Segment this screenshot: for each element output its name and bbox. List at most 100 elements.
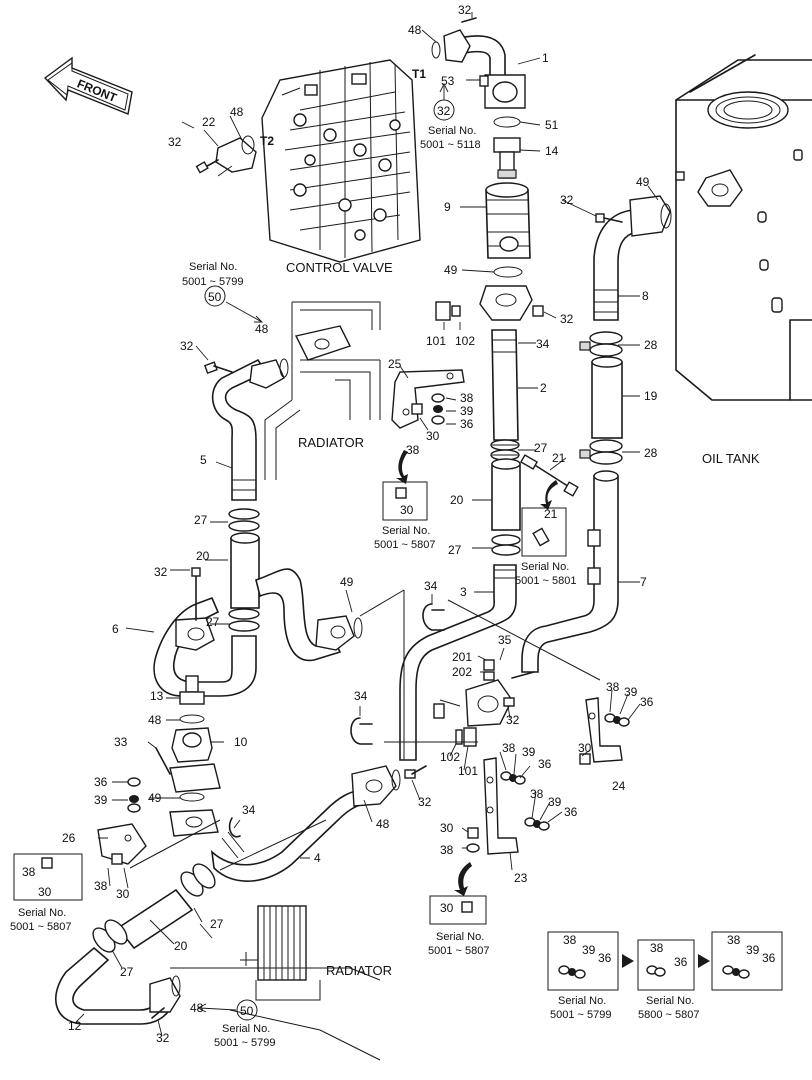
u-bolt-34-center [422, 603, 445, 631]
clamp-28-lower [579, 439, 623, 465]
part-27: 27 [194, 513, 208, 527]
t2-port-label: T2 [260, 134, 274, 148]
serial-note-5001-5799-bottom: Serial No. 5001 ~ 5799 [214, 1023, 275, 1049]
part-27: 27 [206, 615, 220, 629]
bracket-26 [97, 823, 147, 865]
svg-text:5001 ~ 5807: 5001 ~ 5807 [374, 539, 435, 551]
hose-19 [591, 356, 623, 439]
part-32: 32 [154, 565, 168, 579]
o-ring-49-left [179, 792, 205, 802]
clamp-27-lower-upper [180, 863, 216, 897]
elbow-5 [211, 358, 289, 501]
pipe-4 [210, 765, 401, 882]
bolt-30-washer-38 [466, 827, 480, 853]
part-39: 39 [460, 404, 474, 418]
serial-note-5001-5807-30: Serial No. 5001 ~ 5807 [374, 525, 435, 551]
svg-text:Serial No.: Serial No. [558, 995, 606, 1007]
part-48: 48 [376, 817, 390, 831]
svg-text:5800 ~ 5807: 5800 ~ 5807 [638, 1009, 699, 1021]
part-28: 28 [644, 338, 658, 352]
serial-note-legend-a: Serial No. 5001 ~ 5799 [550, 995, 611, 1021]
part-38: 38 [460, 391, 474, 405]
legend-b-36: 36 [674, 955, 688, 969]
part-23: 23 [514, 871, 528, 885]
leader-lines [75, 12, 659, 1037]
part-38: 38 [94, 879, 108, 893]
part-48: 48 [230, 105, 244, 119]
washer-stack-25 [431, 393, 445, 425]
part-21: 21 [552, 451, 566, 465]
svg-text:5001 ~ 5807: 5001 ~ 5807 [428, 945, 489, 957]
detail-box-21 [521, 480, 567, 557]
detail-21-num: 21 [544, 507, 558, 521]
svg-text:5001 ~ 5807: 5001 ~ 5807 [10, 921, 71, 933]
front-arrow: FRONT [43, 56, 133, 115]
part-30: 30 [578, 741, 592, 755]
part-32: 32 [156, 1031, 170, 1045]
part-19: 19 [644, 389, 658, 403]
legend-b-38: 38 [650, 941, 664, 955]
hose-9 [485, 182, 531, 259]
part-32: 32 [560, 193, 574, 207]
clamp-27-left-lower [228, 608, 260, 632]
part-6: 6 [112, 622, 119, 636]
part-32: 32 [418, 795, 432, 809]
hose-20-mid [491, 458, 521, 531]
svg-text:Serial No.: Serial No. [521, 561, 569, 573]
sensor-21 [519, 454, 579, 497]
svg-text:5001 ~ 5799: 5001 ~ 5799 [214, 1037, 275, 1049]
svg-text:Serial No.: Serial No. [222, 1023, 270, 1035]
part-32: 32 [458, 3, 472, 17]
part-49: 49 [340, 575, 354, 589]
part-28: 28 [644, 446, 658, 460]
part-38: 38 [530, 787, 544, 801]
part-22: 22 [202, 115, 216, 129]
legend-a-36: 36 [598, 951, 612, 965]
o-ring-48-left [179, 714, 205, 724]
part-39: 39 [94, 793, 108, 807]
part-30: 30 [440, 821, 454, 835]
part-39: 39 [624, 685, 638, 699]
part-2: 2 [540, 381, 547, 395]
part-1: 1 [542, 51, 549, 65]
part-12: 12 [68, 1019, 82, 1033]
washer-stack-left [127, 777, 141, 813]
part-14: 14 [545, 144, 559, 158]
part-102: 102 [440, 750, 460, 764]
hose-2 [491, 329, 519, 441]
part-51: 51 [545, 118, 559, 132]
part-34: 34 [354, 689, 368, 703]
pipe-12 [54, 946, 181, 1025]
part-49: 49 [444, 263, 458, 277]
clamp-27-pair-lower [491, 534, 521, 556]
pipe-7 [521, 470, 619, 673]
fitting-14 [493, 137, 521, 179]
control-valve-label: CONTROL VALVE [286, 260, 393, 275]
bracket-25 [391, 369, 465, 429]
pipe-6 [153, 567, 363, 697]
circled-32-text: 32 [437, 104, 451, 118]
washer-stack-23b [524, 817, 550, 831]
part-38: 38 [440, 843, 454, 857]
part-13: 13 [150, 689, 164, 703]
svg-text:5001 ~ 5801: 5001 ~ 5801 [515, 575, 576, 587]
bolts-32 [203, 213, 623, 779]
part-9: 9 [444, 200, 451, 214]
hose-20-lower [116, 888, 194, 950]
control-valve: CONTROL VALVE T1 T2 [260, 59, 426, 275]
part-4: 4 [314, 851, 321, 865]
svg-text:5001 ~ 5799: 5001 ~ 5799 [550, 1009, 611, 1021]
legend-a-39: 39 [582, 943, 596, 957]
part-34: 34 [424, 579, 438, 593]
serial-note-5001-5807-left: Serial No. 5001 ~ 5807 [10, 907, 71, 933]
washer-stack-23a [500, 771, 526, 785]
part-32: 32 [506, 713, 520, 727]
oil-tank-label: OIL TANK [702, 451, 760, 466]
part-27: 27 [210, 917, 224, 931]
detail-box-30-mid [429, 862, 487, 925]
oil-tank: OIL TANK [675, 54, 812, 466]
legend-c-36: 36 [762, 951, 776, 965]
washer-stack-24 [604, 713, 630, 727]
svg-text:Serial No.: Serial No. [18, 907, 66, 919]
